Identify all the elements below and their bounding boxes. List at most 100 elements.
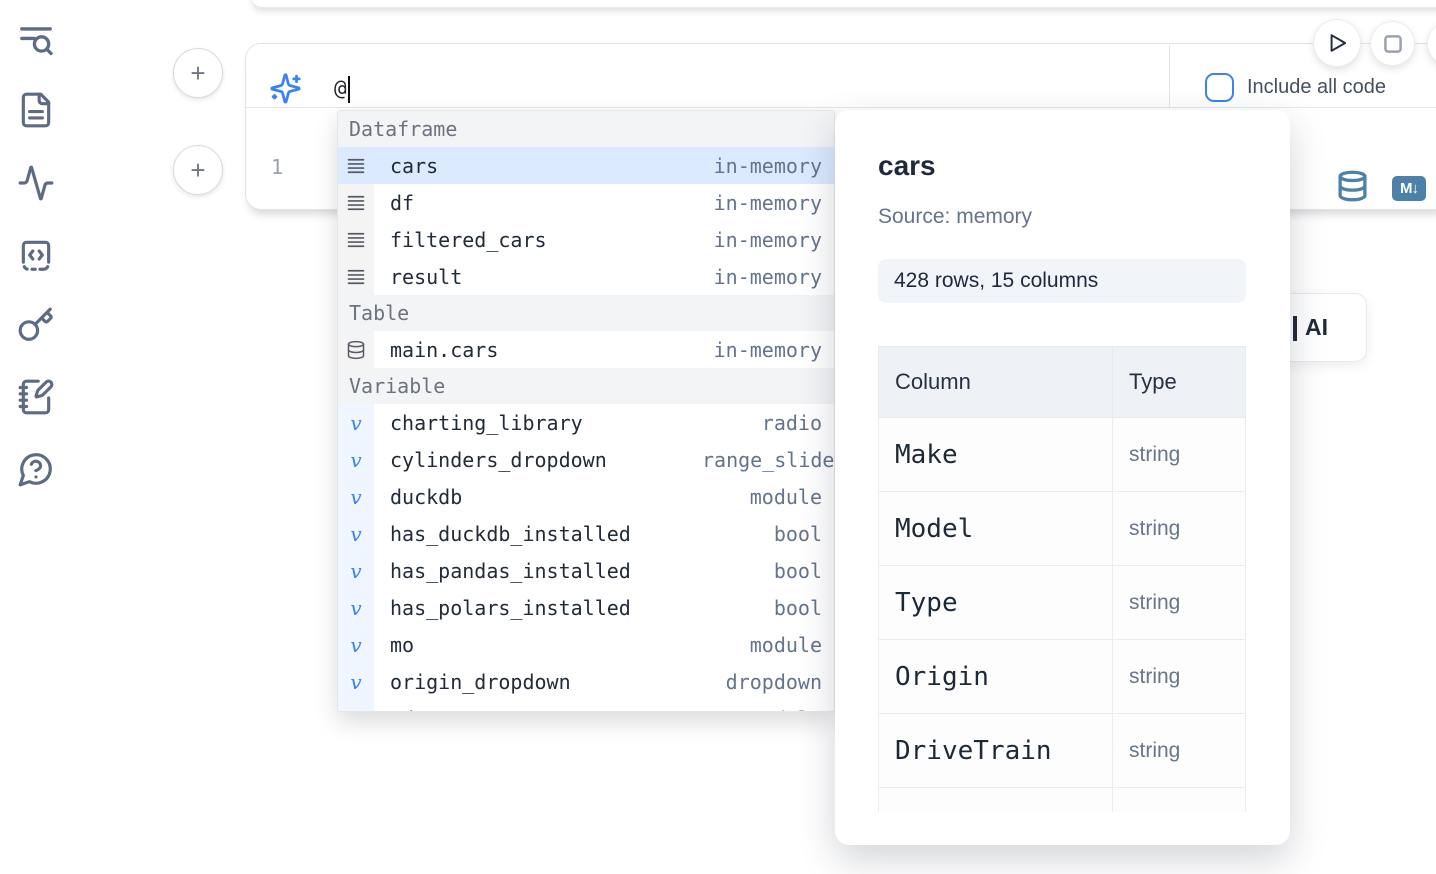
sidebar [0,0,72,874]
preview-title: cars [878,150,936,181]
ai-prompt-input[interactable]: @ [334,73,534,103]
autocomplete-item[interactable]: vpdmodule [338,700,834,712]
variable-icon: v [350,709,361,712]
ai-prompt-row: @ Include all code [246,44,1436,108]
autocomplete-section-header: Table [338,295,834,331]
list-search-icon[interactable] [17,21,55,59]
code-snippet-icon[interactable] [17,236,55,274]
column-type-cell: string [1112,639,1246,714]
variable-icon: v [350,632,362,657]
item-name: charting_library [390,410,583,435]
stop-icon [1383,34,1402,53]
file-text-icon[interactable] [17,91,55,129]
schema-row-partial [878,787,1246,812]
item-type: in-memory [713,337,822,362]
column-name-cell: Model [878,491,1113,566]
activity-icon[interactable] [17,164,55,202]
autocomplete-item[interactable]: cars in-memory [338,147,834,184]
item-type: bool [773,521,822,546]
plus-icon: + [190,57,206,88]
item-type: in-memory [713,264,822,289]
database-icon[interactable] [1336,169,1369,203]
ai-button-label: AI [1305,314,1328,340]
item-name: mo [390,632,415,657]
play-icon [1330,34,1347,52]
column-type-cell: string [1112,491,1246,566]
item-name: cars [390,153,439,178]
rows-icon [347,158,365,173]
column-name-cell: Origin [878,639,1113,714]
partial-hidden-button[interactable] [1428,22,1436,65]
item-type: in-memory [713,153,822,178]
previous-cell-edge [250,0,1436,8]
item-name: cylinders_dropdown [390,447,607,472]
code-editor-row[interactable]: 1 M↓ [246,108,1436,209]
add-cell-below-button[interactable]: + [173,145,223,195]
dataframe-preview-panel: cars Source: memory 428 rows, 15 columns… [835,110,1290,845]
include-all-code-checkbox[interactable] [1205,72,1234,102]
partial-letter [1293,316,1297,341]
help-chat-icon[interactable] [17,450,55,488]
variable-icon: v [350,669,362,694]
column-name-cell: DriveTrain [878,713,1113,788]
variable-icon: v [350,410,362,435]
item-name: result [390,264,463,289]
rows-icon [347,195,365,210]
run-cell-button[interactable] [1314,20,1360,66]
key-icon[interactable] [17,306,55,344]
autocomplete-item[interactable]: result in-memory [338,258,834,295]
column-name-cell: Make [878,417,1113,492]
item-name: filtered_cars [390,227,547,252]
plus-icon: + [190,154,206,185]
autocomplete-item[interactable]: v mo module [338,626,834,663]
stop-cell-button[interactable] [1371,22,1414,65]
column-name-cell: Type [878,565,1113,640]
column-type-cell: string [1112,417,1246,492]
autocomplete-section-header: Variable [338,368,834,404]
item-type: range_slider [702,447,834,472]
variable-icon: v [350,521,362,546]
preview-source: Source: memory [878,205,1033,228]
item-type: in-memory [713,227,822,252]
add-cell-above-button[interactable]: + [173,48,223,98]
include-all-code-control[interactable]: Include all code [1205,72,1386,102]
line-number: 1 [271,155,284,179]
item-name: pd [390,707,414,712]
sparkles-icon [269,72,302,105]
preview-shape-badge: 428 rows, 15 columns [878,259,1246,303]
item-name: has_pandas_installed [390,558,631,583]
autocomplete-item[interactable]: v charting_library radio [338,404,834,441]
item-name: has_polars_installed [390,595,631,620]
rows-icon [347,232,365,247]
markdown-icon[interactable]: M↓ [1392,176,1426,201]
text-caret [347,75,350,103]
item-type: module [749,484,822,509]
schema-header-cell: Column [878,346,1113,418]
notebook-pen-icon[interactable] [17,378,55,416]
database-icon [347,340,365,359]
item-type: module [749,632,822,657]
autocomplete-item[interactable]: filtered_cars in-memory [338,221,834,258]
column-type-cell: string [1112,713,1246,788]
item-type: bool [773,595,822,620]
item-name: df [390,190,415,215]
prompt-divider [1169,45,1170,107]
variable-icon: v [350,558,362,583]
item-type: radio [761,410,822,435]
column-type-cell: string [1112,565,1246,640]
